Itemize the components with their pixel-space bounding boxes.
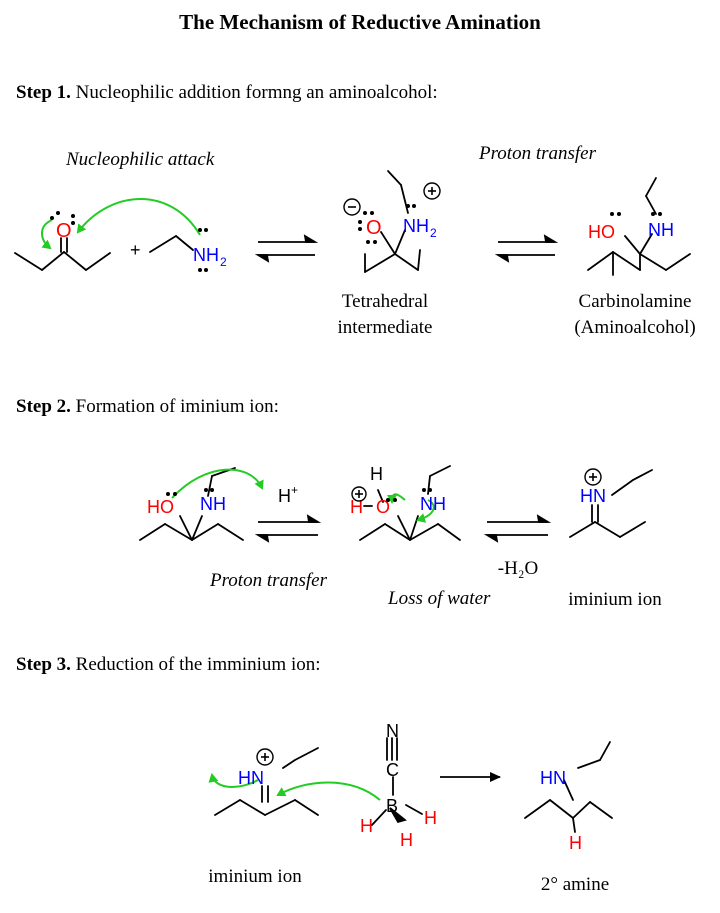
- loss-of-water-label: Loss of water: [388, 588, 491, 609]
- secondary-amine-molecule: [524, 741, 613, 833]
- charge-plus-1: [423, 182, 441, 200]
- proton-h-top: H: [370, 464, 383, 484]
- charge-plus-4: [256, 748, 274, 766]
- water-loss-label: -H₂O: [497, 558, 539, 579]
- amine-nh: NH: [648, 220, 674, 240]
- proton-transfer-label-2: Proton transfer: [210, 570, 327, 591]
- tetrahedral-intermediate-molecule: [364, 170, 421, 273]
- secondary-amine-caption: 2° amine: [540, 874, 610, 895]
- iminium-hn-3: HN: [238, 768, 264, 788]
- charge-plus-3: [584, 468, 602, 486]
- step3-heading: Step 3. Reduction of the imminium ion:: [16, 654, 321, 675]
- hydride-h-right: H: [424, 808, 437, 828]
- step1-heading: Step 1. Nucleophilic addition formng an …: [16, 82, 438, 103]
- equilibrium-arrow-4: [483, 514, 552, 543]
- iminium-ion-molecule: [569, 469, 653, 538]
- oxonium-h: H: [350, 497, 363, 517]
- pi-bond-arrow: [41, 219, 53, 250]
- nitrile-c: C: [386, 760, 399, 780]
- protonated-carbinolamine-molecule: [359, 465, 461, 541]
- amine-nh-3: NH: [420, 494, 446, 514]
- carbinolamine-molecule-2: [139, 467, 244, 541]
- hydride-h-left: H: [360, 816, 373, 836]
- iminium-ion-molecule-3: [214, 747, 319, 816]
- ketone-molecule: [14, 237, 111, 271]
- carbinolamine-molecule: [587, 177, 691, 276]
- svg-text:2: 2: [220, 255, 227, 269]
- ammonium-nh2: NH: [403, 216, 429, 236]
- iminium-electron-arrow: [208, 773, 259, 788]
- svg-text:+: +: [291, 483, 298, 497]
- leaving-water-arrow: [387, 493, 406, 504]
- equilibrium-arrow-3: [254, 514, 322, 543]
- proton: H: [278, 486, 291, 506]
- equilibrium-arrow-1: [254, 234, 319, 263]
- proton-transfer-label-1: Proton transfer: [479, 143, 596, 164]
- oxonium-oxygen: O: [376, 497, 390, 517]
- amine-hn: HN: [540, 768, 566, 788]
- iminium-hn: HN: [580, 486, 606, 506]
- ketone-oxygen: O: [56, 220, 72, 242]
- new-h: H: [569, 833, 582, 853]
- step2-heading: Step 2. Formation of iminium ion:: [16, 396, 279, 417]
- proton-transfer-arrow: [171, 468, 264, 499]
- hydroxyl-ho-2: HO: [147, 497, 174, 517]
- iminium-ion-caption-3: iminium ion: [208, 866, 302, 887]
- equilibrium-arrow-2: [494, 234, 559, 263]
- hydride-h-bottom: H: [400, 830, 413, 850]
- cyanoborohydride-molecule: [371, 737, 423, 826]
- lone-pair-dots: [50, 204, 662, 502]
- charge-minus-1: [343, 198, 361, 216]
- amine-nh2: NH: [193, 245, 219, 265]
- amine-nh-2: NH: [200, 494, 226, 514]
- page-title: The Mechanism of Reductive Amination: [179, 10, 541, 34]
- charge-plus-2: [351, 486, 367, 502]
- alkoxide-oxygen: O: [366, 217, 382, 239]
- nitrile-n: N: [386, 721, 399, 741]
- hydroxyl-ho: HO: [588, 222, 615, 242]
- nucleophilic-attack-label: Nucleophilic attack: [66, 149, 215, 170]
- boron: B: [386, 796, 398, 816]
- attack-arrow: [76, 198, 201, 236]
- svg-text:2: 2: [430, 226, 437, 240]
- ethylamine-molecule: [149, 235, 194, 253]
- hydride-arrow: [276, 781, 381, 801]
- wedge-bond: [389, 807, 407, 824]
- plus-sign: +: [130, 240, 141, 260]
- iminium-ion-caption-2: iminium ion: [568, 589, 662, 610]
- carbinolamine-caption: Carbinolamine(Aminoalcohol): [574, 291, 696, 338]
- lone-pair-arrow: [416, 499, 435, 523]
